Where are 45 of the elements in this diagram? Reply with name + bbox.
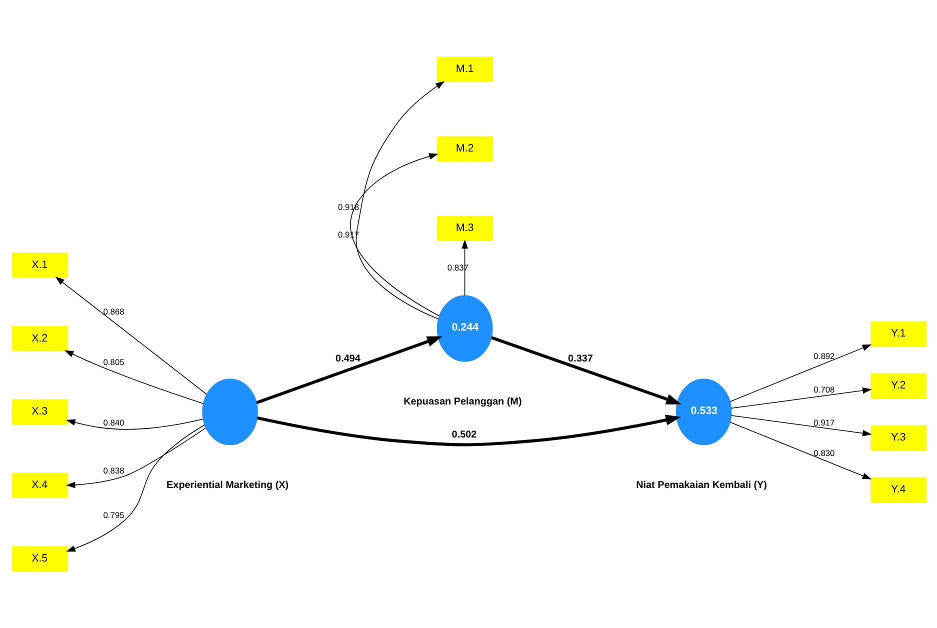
edge-label: 0.805 — [102, 357, 124, 368]
edge-label: 0.840 — [102, 417, 124, 428]
edge-label: 0.830 — [813, 448, 834, 458]
node-label: Kepuasan Pelanggan (M) — [403, 396, 522, 408]
node-box: X.1 — [11, 252, 68, 278]
edge-label: 0.838 — [102, 466, 124, 476]
arrow — [729, 422, 872, 480]
arrow — [54, 276, 206, 395]
arrow — [64, 350, 204, 404]
edge-label: 0.337 — [568, 354, 592, 365]
node-box: Y.3 — [870, 425, 926, 450]
node-box: Y.1 — [870, 321, 926, 346]
arrow — [730, 415, 872, 436]
node-box: X.5 — [11, 546, 68, 572]
edge-label: 0.795 — [102, 510, 124, 520]
node-label: Experiential Marketing (X) — [166, 480, 288, 491]
arrow — [66, 428, 206, 488]
arrow — [66, 424, 205, 552]
edge-label: 0.868 — [102, 306, 124, 317]
node-ellipse: 0.244 — [436, 295, 492, 362]
node-box: M.3 — [436, 216, 492, 241]
node-circle — [202, 378, 258, 446]
edge-label: 0.502 — [451, 429, 476, 440]
node-box: X.2 — [11, 326, 68, 352]
edge-label: 0.708 — [813, 384, 834, 395]
arrow — [66, 418, 203, 430]
arrow — [730, 387, 872, 409]
arrow — [355, 81, 444, 320]
arrow — [490, 336, 682, 404]
arrow — [461, 239, 468, 296]
edge-label: 0.494 — [335, 354, 360, 365]
edge-label: 0.892 — [813, 350, 834, 361]
node-box: Y.4 — [870, 477, 926, 502]
arrow — [729, 344, 872, 402]
node-ellipse: 0.533 — [675, 378, 732, 446]
arrow — [350, 153, 439, 316]
node-box: Y.2 — [870, 373, 926, 398]
node-label: Niat Pemakaian Kembali (Y) — [636, 480, 766, 491]
edge-label: 0.917 — [813, 417, 834, 428]
arrow — [256, 414, 681, 446]
node-box: M.1 — [436, 56, 492, 82]
node-box: M.2 — [436, 136, 492, 162]
arrow — [256, 336, 442, 404]
node-box: X.4 — [11, 472, 68, 498]
node-box: X.3 — [11, 399, 68, 424]
